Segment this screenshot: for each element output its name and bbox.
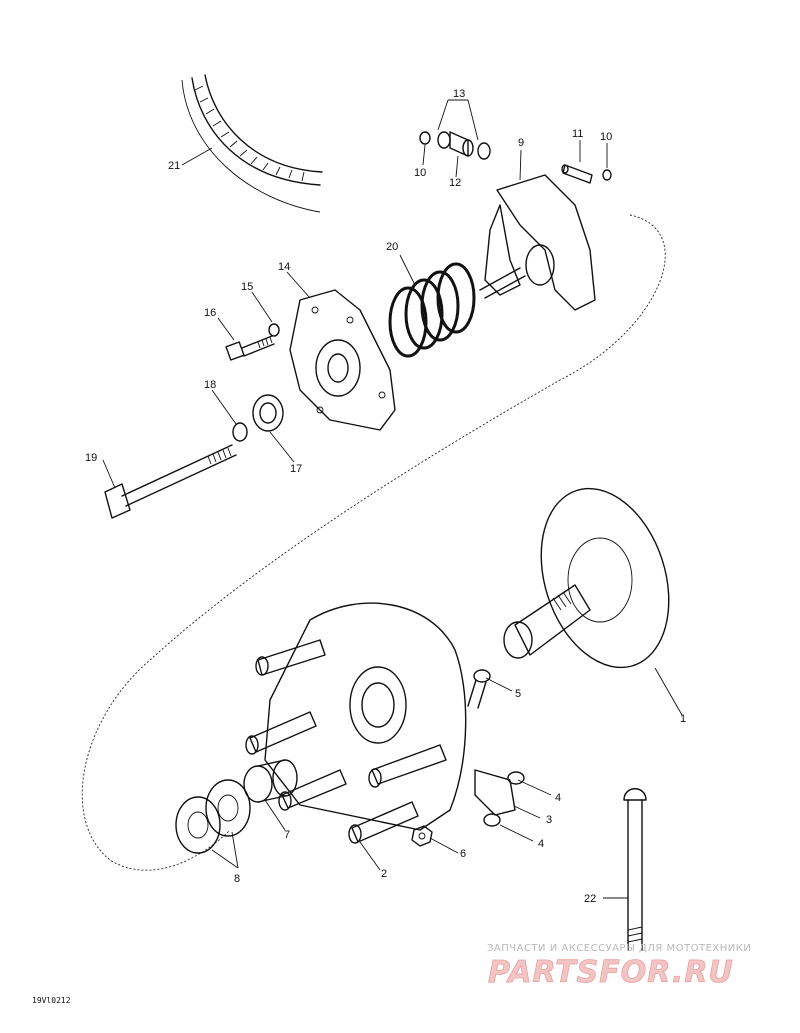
callout-1: 1 bbox=[680, 713, 686, 725]
washers-part-8 bbox=[175, 779, 251, 854]
screw-part-5 bbox=[467, 669, 491, 709]
pin-part-11 bbox=[561, 164, 612, 184]
callout-6: 6 bbox=[460, 848, 466, 860]
callout-4-upper: 4 bbox=[555, 792, 561, 804]
callout-7: 7 bbox=[284, 829, 290, 841]
cover-plate-part-14 bbox=[289, 289, 396, 431]
spring-part-20 bbox=[388, 262, 476, 358]
callout-9: 9 bbox=[518, 137, 524, 149]
watermark-brand: PARTSFOR.RU bbox=[488, 955, 734, 990]
callout-21: 21 bbox=[168, 160, 180, 172]
callout-20: 20 bbox=[386, 241, 398, 253]
watermark-tagline: ЗАПЧАСТИ И АКСЕССУАРЫ ДЛЯ МОТОТЕХНИКИ bbox=[487, 943, 751, 954]
bolt-part-16 bbox=[225, 323, 280, 361]
belt-path-outline bbox=[81, 214, 666, 871]
bushing-part-17 bbox=[232, 394, 284, 442]
callout-17: 17 bbox=[290, 463, 302, 475]
callout-12: 12 bbox=[449, 177, 461, 189]
movable-sheave-part-2 bbox=[245, 602, 467, 844]
fixed-sheave-part-1 bbox=[503, 487, 670, 669]
long-bolt-part-19 bbox=[104, 444, 237, 519]
callout-13: 13 bbox=[453, 88, 465, 100]
carriage-bolt-part-22 bbox=[623, 788, 647, 951]
ring-gear-part-21 bbox=[181, 74, 323, 213]
callout-18: 18 bbox=[204, 379, 216, 391]
leader-lines bbox=[102, 99, 683, 899]
callout-2: 2 bbox=[381, 868, 387, 880]
callout-22: 22 bbox=[584, 893, 596, 905]
nut-part-6 bbox=[411, 825, 433, 847]
callout-15: 15 bbox=[241, 281, 253, 293]
roller-part-3 bbox=[474, 769, 525, 827]
callout-4-lower: 4 bbox=[538, 838, 544, 850]
callout-5: 5 bbox=[515, 688, 521, 700]
callout-11: 11 bbox=[572, 128, 583, 140]
drawing-code: 19Vl0212 bbox=[32, 996, 71, 1005]
callout-10-left: 10 bbox=[414, 167, 426, 179]
callout-16: 16 bbox=[204, 307, 216, 319]
sleeve-part-12 bbox=[419, 131, 491, 160]
callout-8: 8 bbox=[234, 873, 240, 885]
callout-14: 14 bbox=[278, 261, 290, 273]
spider-arm-part-9 bbox=[479, 174, 596, 311]
bushing-part-7 bbox=[243, 759, 298, 803]
callout-3: 3 bbox=[546, 814, 552, 826]
callout-19: 19 bbox=[85, 452, 97, 464]
callout-10-right: 10 bbox=[600, 131, 612, 143]
